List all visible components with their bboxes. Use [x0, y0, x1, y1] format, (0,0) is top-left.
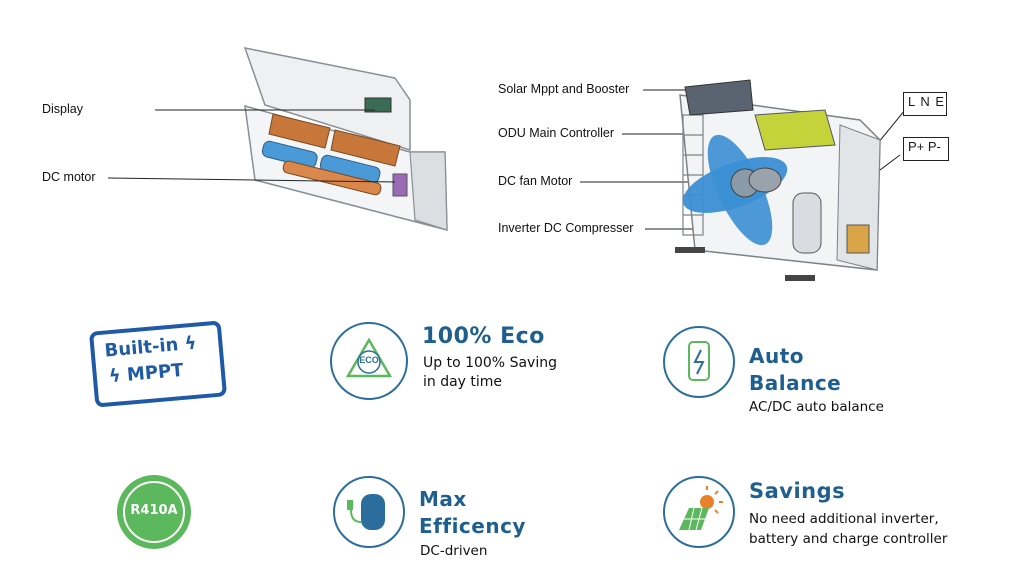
label-odu: ODU Main Controller	[498, 126, 615, 140]
efficiency-icon	[333, 476, 405, 548]
balance-sub: AC/DC auto balance	[749, 399, 884, 415]
label-solar: Solar Mppt and Booster	[498, 82, 630, 96]
efficiency-title2: Efficency	[419, 514, 526, 538]
mppt-badge: Built-in ϟ ϟ MPPT	[88, 320, 228, 408]
r410a-label: R410A	[130, 503, 178, 518]
r410a-badge: R410A	[117, 475, 191, 549]
lightning-icon: ϟ	[108, 365, 122, 388]
savings-line1: No need additional inverter,	[749, 511, 939, 527]
auto-balance-icon	[663, 326, 735, 398]
outdoor-unit-illustration	[675, 79, 881, 281]
eco-icon: ECO	[330, 322, 408, 400]
terminal-pm: P+ P-	[903, 137, 949, 161]
solar-booster-box	[684, 79, 754, 116]
label-compressor: Inverter DC Compresser	[498, 221, 634, 235]
balance-title1: Auto	[749, 344, 805, 368]
label-dc-motor: DC motor	[42, 170, 96, 184]
savings-title: Savings	[749, 479, 846, 503]
eco-line1: Up to 100% Saving	[423, 355, 557, 371]
lightning-icon: ϟ	[183, 332, 198, 355]
dc-motor-part	[392, 173, 408, 197]
eco-title: 100% Eco	[422, 324, 545, 349]
controller-board	[754, 109, 836, 151]
efficiency-sub: DC-driven	[420, 543, 488, 559]
indoor-unit-illustration	[243, 47, 448, 231]
mppt-badge-line1: Built-in	[103, 334, 180, 362]
terminal-lne: L N E	[903, 92, 947, 116]
display-module	[364, 97, 392, 113]
savings-line2: battery and charge controller	[749, 531, 948, 547]
label-fan: DC fan Motor	[498, 174, 573, 188]
efficiency-title1: Max	[419, 487, 467, 511]
label-display: Display	[42, 102, 83, 116]
mppt-badge-line2: MPPT	[126, 359, 185, 386]
compressor	[792, 192, 822, 254]
eco-line2: in day time	[423, 374, 503, 390]
balance-title2: Balance	[749, 371, 842, 395]
solar-panel-icon	[663, 476, 735, 548]
